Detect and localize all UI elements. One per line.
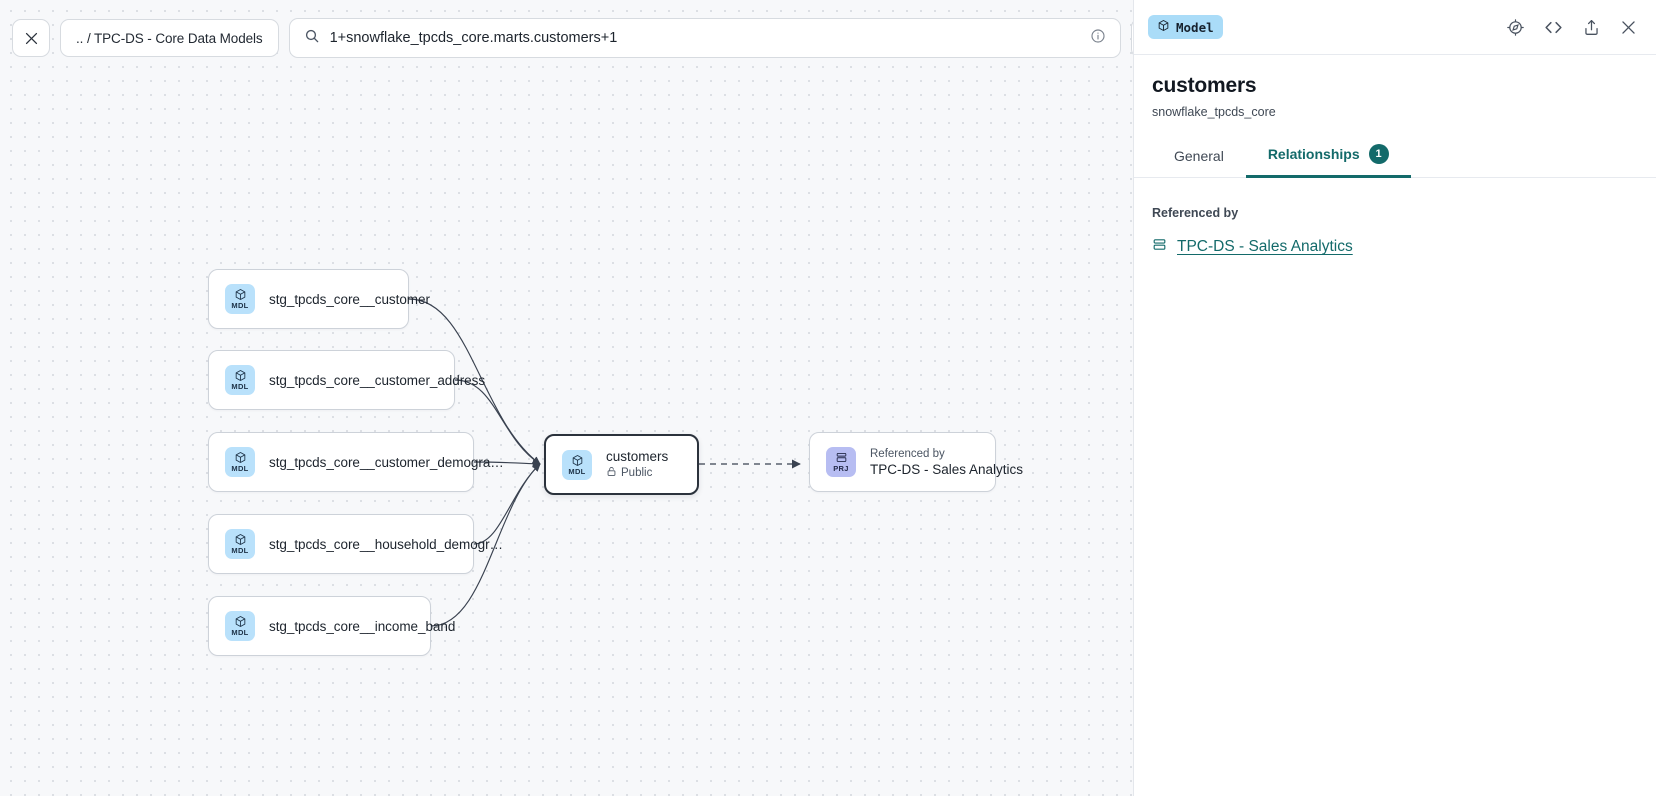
search-icon	[304, 28, 320, 49]
search-input-value[interactable]: 1+snowflake_tpcds_core.marts.customers+1	[329, 30, 618, 46]
badge-label: MDL	[231, 382, 249, 392]
lineage-node[interactable]: MDL stg_tpcds_core__customer	[208, 269, 430, 329]
node-label: stg_tpcds_core__household_demogr…	[269, 536, 504, 552]
node-label: TPC-DS - Sales Analytics	[870, 461, 1024, 477]
tab-relationships[interactable]: Relationships 1	[1245, 144, 1411, 178]
badge-label: MDL	[231, 546, 249, 556]
model-badge-icon: MDL	[225, 365, 255, 395]
badge-label: MDL	[231, 464, 249, 474]
project-icon	[1152, 237, 1167, 257]
lineage-node-downstream[interactable]: PRJ Referenced by TPC-DS - Sales Analyti…	[809, 432, 1023, 492]
model-badge-icon: MDL	[225, 447, 255, 477]
node-kicker: Referenced by	[870, 447, 945, 460]
badge-label: PRJ	[833, 464, 849, 474]
share-icon[interactable]	[1582, 18, 1601, 37]
lineage-search-field[interactable]: 1+snowflake_tpcds_core.marts.customers+1	[288, 18, 1121, 58]
model-badge-icon: MDL	[225, 284, 255, 314]
canvas-toolbar: .. / TPC-DS - Core Data Models 1+snowfla…	[12, 18, 1133, 58]
lineage-node-focused[interactable]: MDL customers Public	[544, 434, 699, 495]
tab-label: General	[1174, 148, 1224, 164]
lineage-edges	[408, 298, 801, 627]
asset-type-label: Model	[1176, 19, 1214, 35]
referenced-by-link[interactable]: TPC-DS - Sales Analytics	[1152, 237, 1638, 257]
badge-label: MDL	[231, 628, 249, 638]
close-lineage-button[interactable]	[12, 19, 50, 57]
node-text-stack: customers Public	[606, 449, 668, 480]
model-badge-icon: MDL	[562, 449, 592, 480]
details-panel: Model	[1133, 0, 1656, 796]
breadcrumb-label: .. / TPC-DS - Core Data Models	[76, 30, 263, 46]
node-label: customers	[606, 449, 669, 464]
lineage-node[interactable]: MDL stg_tpcds_core__income_band	[208, 596, 455, 656]
node-access: Public	[606, 466, 668, 480]
referenced-by-label: TPC-DS - Sales Analytics	[1177, 238, 1353, 255]
project-badge-icon: PRJ	[826, 447, 856, 477]
model-badge-icon: MDL	[225, 529, 255, 559]
close-icon[interactable]	[1619, 18, 1638, 37]
lock-icon	[606, 466, 617, 480]
close-icon	[23, 30, 40, 47]
tab-count-badge: 1	[1368, 144, 1389, 164]
node-text-stack: Referenced by TPC-DS - Sales Analytics	[870, 448, 1023, 477]
model-badge-icon: MDL	[225, 611, 255, 641]
explore-icon[interactable]	[1506, 18, 1525, 37]
lineage-canvas[interactable]: .. / TPC-DS - Core Data Models 1+snowfla…	[0, 0, 1133, 796]
page-title: customers	[1152, 74, 1257, 97]
refresh-button[interactable]	[1130, 18, 1133, 58]
lineage-node[interactable]: MDL stg_tpcds_core__household_demogr…	[208, 514, 503, 574]
panel-subtitle: snowflake_tpcds_core	[1152, 105, 1276, 119]
asset-type-chip: Model	[1148, 15, 1223, 39]
relationships-body: Referenced by TPC-DS - Sales Analytics	[1134, 178, 1656, 257]
node-label: stg_tpcds_core__customer_demogra…	[269, 454, 504, 470]
code-icon[interactable]	[1543, 17, 1564, 38]
badge-label: MDL	[231, 301, 249, 311]
section-label-referenced-by: Referenced by	[1152, 206, 1239, 220]
tab-label: Relationships	[1267, 146, 1360, 162]
lineage-node[interactable]: MDL stg_tpcds_core__customer_address	[208, 350, 485, 410]
info-icon[interactable]	[1090, 28, 1106, 49]
model-cube-icon	[1157, 19, 1170, 35]
details-panel-header: Model	[1134, 0, 1656, 55]
node-access-label: Public	[621, 467, 653, 479]
node-label: stg_tpcds_core__customer	[269, 291, 430, 307]
breadcrumb[interactable]: .. / TPC-DS - Core Data Models	[60, 19, 279, 57]
node-label: stg_tpcds_core__customer_address	[269, 372, 486, 388]
panel-title-block: customers snowflake_tpcds_core	[1134, 55, 1656, 119]
tab-general[interactable]: General	[1152, 148, 1246, 178]
panel-tabs: General Relationships 1	[1134, 143, 1656, 178]
badge-label: MDL	[568, 466, 586, 476]
panel-actions	[1506, 17, 1638, 38]
lineage-node[interactable]: MDL stg_tpcds_core__customer_demogra…	[208, 432, 504, 492]
node-label: stg_tpcds_core__income_band	[269, 618, 456, 634]
